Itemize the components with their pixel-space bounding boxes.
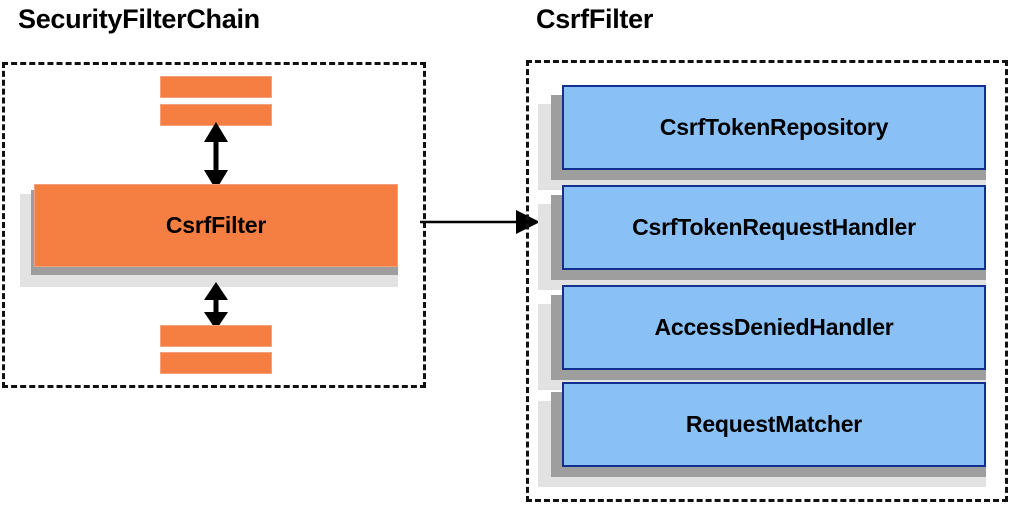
block-access-denied-handler-label: AccessDeniedHandler — [562, 285, 986, 370]
block-request-matcher-label: RequestMatcher — [562, 382, 986, 467]
chain-filter-bar-bottom-2 — [160, 352, 272, 374]
panel-security-filter-chain — [2, 62, 426, 388]
block-access-denied-handler[interactable]: AccessDeniedHandler — [538, 285, 986, 390]
panel-csrf-filter-detail — [526, 60, 1008, 502]
page-title-security-filter-chain: SecurityFilterChain — [18, 4, 260, 34]
chain-filter-bar-top-1 — [160, 76, 272, 98]
double-arrow-icon-top — [204, 122, 228, 190]
block-csrf-filter[interactable]: CsrfFilter — [20, 184, 398, 287]
page-title-csrf-filter: CsrfFilter — [536, 4, 654, 34]
block-request-matcher[interactable]: RequestMatcher — [538, 382, 986, 487]
block-csrf-token-repository-label: CsrfTokenRepository — [562, 85, 986, 170]
chain-filter-bar-bottom-1 — [160, 325, 272, 347]
block-csrf-filter-label: CsrfFilter — [34, 184, 398, 267]
block-csrf-token-repository[interactable]: CsrfTokenRepository — [538, 85, 986, 190]
connector-arrow-icon — [420, 210, 540, 234]
block-csrf-token-request-handler[interactable]: CsrfTokenRequestHandler — [538, 185, 986, 290]
block-csrf-token-request-handler-label: CsrfTokenRequestHandler — [562, 185, 986, 270]
double-arrow-icon-bottom — [204, 282, 228, 330]
